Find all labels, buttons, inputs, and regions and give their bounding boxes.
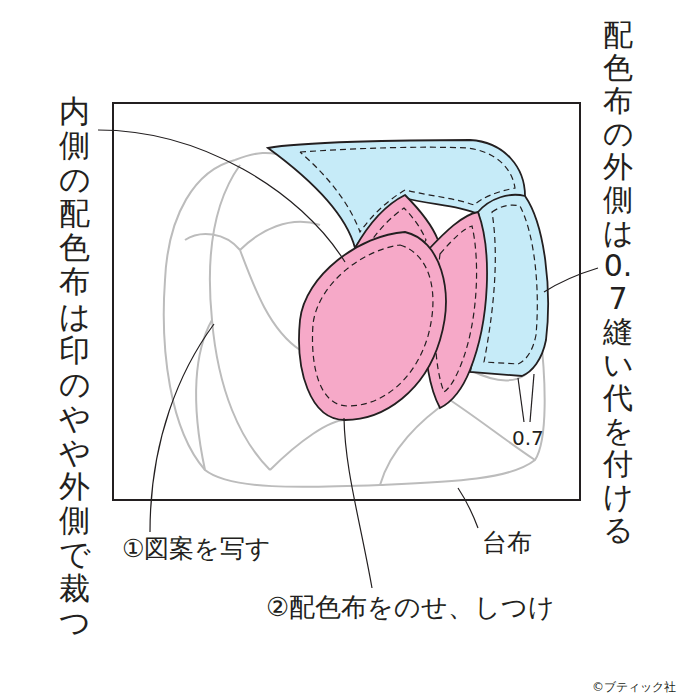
part-name: 台布 [482,528,532,558]
pattern-line [196,320,212,470]
step-label: ②配色布をのせ、しつけ [266,592,555,623]
base-cloth-frame [113,103,580,500]
leader-line [458,488,478,528]
pattern-line [380,400,450,485]
leader-line [98,130,345,262]
pattern-line [210,165,270,470]
leader-lines [98,130,598,588]
dimension-line [518,378,524,422]
vertical-note: 配色布の外側は0.7縫い代を付ける [603,18,633,546]
copyright-note: ©ブティック社 [592,680,676,694]
leader-line [344,418,372,588]
pattern-line [240,250,300,350]
leader-line [150,324,214,532]
pattern-line [185,234,240,250]
pattern-line [270,420,345,470]
dimension-label: 0.7 [512,426,544,450]
pattern-line [240,222,320,250]
leader-line [544,268,598,292]
vertical-note: 内側の配色布は印のやや外側で裁つ [59,94,90,640]
dimension-line [530,374,534,422]
step-label: ①図案を写す [122,534,271,564]
pink-patch-front [299,232,446,420]
